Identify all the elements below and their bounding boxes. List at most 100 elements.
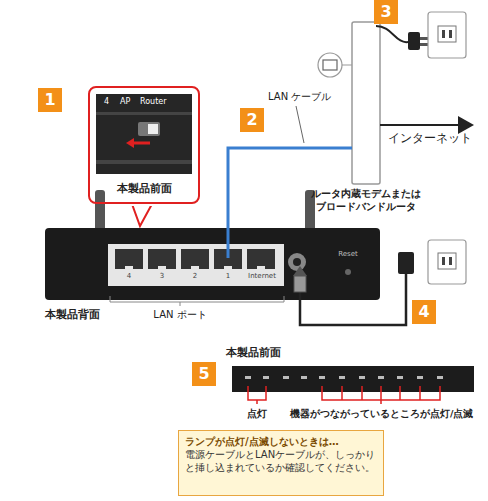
outlet-slot: [442, 257, 445, 265]
cable-leader: [296, 106, 304, 143]
led: [359, 376, 365, 379]
note-heading: ランプが点灯/点滅しないときは…: [185, 435, 377, 448]
outlet-slot: [449, 257, 452, 265]
part-label: 点灯: [242, 408, 272, 420]
front-inset: 4 AP Router 本製品前面: [88, 86, 200, 204]
callout-number: 4: [412, 300, 436, 324]
node-text: 4: [104, 97, 114, 107]
lan-port-icon: [318, 53, 342, 77]
callout-number: 5: [192, 362, 216, 386]
modem: ルータ内蔵モデムまたは ブロードバンドルータ: [352, 22, 380, 184]
port-notch: [257, 266, 265, 269]
lan-port: [181, 249, 209, 269]
part-label: Reset: [330, 250, 366, 258]
node-text: 本製品前面: [90, 182, 198, 196]
wall-outlet: [428, 12, 466, 58]
edge-label: LAN ケーブル: [266, 91, 333, 103]
power-cord: [300, 274, 406, 325]
lan-port: [247, 249, 275, 269]
plug-pin: [420, 43, 428, 46]
node-text: 本製品前面: [226, 346, 316, 360]
part-label: 2: [181, 272, 209, 280]
port-notch: [158, 266, 166, 269]
outlet-slot: [442, 30, 445, 38]
wall-outlet: [428, 240, 466, 284]
led: [319, 376, 325, 379]
note-box: ランプが点灯/点滅しないときは…電源ケーブルとLANケーブルが、しっかりと挿し込…: [178, 430, 384, 496]
router-body: [45, 228, 380, 300]
callout-pointer: [132, 204, 152, 226]
switch-knob: [148, 124, 158, 134]
ac-adapter: [408, 32, 420, 50]
ac-adapter: [398, 252, 414, 274]
part-label: LAN ポート: [135, 309, 225, 321]
part-label: 機器がつながっているところが点灯/点滅: [290, 408, 480, 419]
part-label: 1: [214, 272, 242, 280]
power-jack: [288, 253, 306, 271]
outlet-face: [438, 26, 456, 42]
port-frame: [108, 244, 284, 286]
front-panel-photo: [96, 94, 192, 174]
led-row: [245, 376, 443, 379]
led: [397, 376, 403, 379]
internet-line: [380, 124, 460, 126]
reset-button: [345, 269, 351, 275]
front-led-strip: [232, 366, 474, 392]
part-label: Internet: [243, 272, 281, 280]
slide-arrowhead: [126, 138, 134, 148]
slide-arrow: [132, 142, 150, 145]
led-bracket-ticks: [342, 386, 420, 400]
panel-stripe: [96, 160, 192, 164]
port-bracket: [110, 296, 284, 302]
power-jack-hole: [293, 258, 301, 266]
node-text: AP: [120, 97, 136, 107]
led: [417, 376, 423, 379]
led-bracket: [248, 386, 266, 404]
front-led-panel: 本製品前面: [232, 366, 474, 392]
led: [263, 376, 269, 379]
port-notch: [125, 266, 133, 269]
led: [378, 376, 384, 379]
mode-switch: [138, 122, 160, 136]
lan-ports: [115, 249, 275, 269]
lan-port: [148, 249, 176, 269]
led-bracket: [322, 386, 440, 404]
dc-plug-tip: [293, 266, 307, 276]
router-back: 本製品背面: [45, 228, 380, 323]
callout-number: 2: [240, 108, 264, 132]
led-tick: [341, 386, 343, 400]
led: [339, 376, 345, 379]
node-text: 電源ケーブルとLANケーブルが、しっかりと挿し込まれているか確認してください。: [185, 448, 377, 474]
part-label: 4: [115, 272, 143, 280]
dc-plug: [294, 276, 306, 292]
callout-number: 1: [38, 88, 62, 112]
port-bracket-tick: [180, 302, 181, 306]
led: [437, 376, 443, 379]
port-notch: [191, 266, 199, 269]
node-text: Router: [140, 97, 180, 107]
callout-number: 3: [374, 0, 398, 24]
power-cord: [376, 26, 408, 42]
lan-port: [115, 249, 143, 269]
node-text: 本製品背面: [45, 308, 125, 322]
led-tick: [361, 386, 363, 400]
led: [301, 376, 307, 379]
outlet-face: [438, 253, 456, 269]
led-tick: [419, 386, 421, 400]
led-tick: [399, 386, 401, 400]
modem-body: [352, 22, 380, 184]
lan-cable-stub: [227, 228, 230, 258]
led: [283, 376, 289, 379]
part-label: 3: [148, 272, 176, 280]
outlet-slot: [449, 30, 452, 38]
lan-port-icon-shape: [323, 60, 337, 70]
led-tick: [380, 386, 382, 400]
port-notch: [224, 266, 232, 269]
antenna: [95, 190, 105, 232]
plug-pin: [420, 37, 428, 40]
part-label: インターネット: [388, 131, 484, 145]
node-text: ルータ内蔵モデムまたは ブロードバンドルータ: [306, 188, 426, 213]
port-icon-leader: [342, 65, 352, 66]
